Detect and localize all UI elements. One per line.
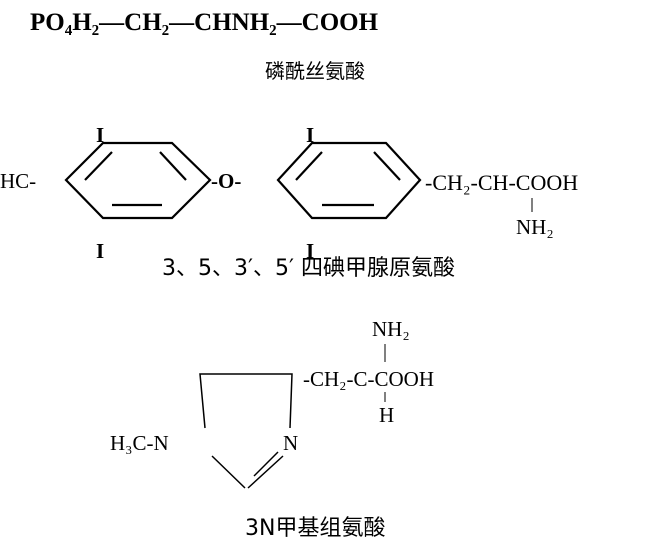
phosphoserine-formula: PO₄H₂—CH₂—CHNH₂—COOH	[30, 9, 379, 36]
thyroxine-structure: HC- -O- I I I I -CH₂-CH-COOH NH₂ 3、5、3′、…	[0, 123, 578, 281]
ring-nitrogen-label: N	[283, 431, 298, 455]
methyl-nitrogen-label: H₃C-N	[110, 431, 169, 455]
iodine-label: I	[306, 123, 314, 147]
hc-group-label: HC-	[0, 169, 36, 193]
thyroxine-name: 3、5、3′、5′ 四碘甲腺原氨酸	[162, 256, 455, 281]
phosphoserine-name: 磷酰丝氨酸	[265, 59, 365, 83]
side-chain-label: -CH₂-CH-COOH	[425, 170, 578, 195]
amine-label: NH₂	[516, 215, 554, 239]
hydrogen-label: H	[379, 403, 394, 427]
methylhistidine-structure: NH₂ -CH₂-C-COOH H H₃C-N N 3N甲基组氨酸	[110, 317, 434, 541]
iodine-label: I	[306, 239, 314, 263]
methylhistidine-name: 3N甲基组氨酸	[245, 516, 385, 541]
imidazole-ring	[199, 373, 293, 429]
benzene-ring-2	[276, 141, 422, 220]
side-chain-label: -CH₂-C-COOH	[303, 367, 434, 391]
iodine-label: I	[96, 239, 104, 263]
oxygen-bridge-label: -O-	[211, 169, 241, 193]
iodine-label: I	[96, 123, 104, 147]
amine-label: NH₂	[372, 317, 410, 341]
benzene-ring-1	[64, 141, 212, 220]
